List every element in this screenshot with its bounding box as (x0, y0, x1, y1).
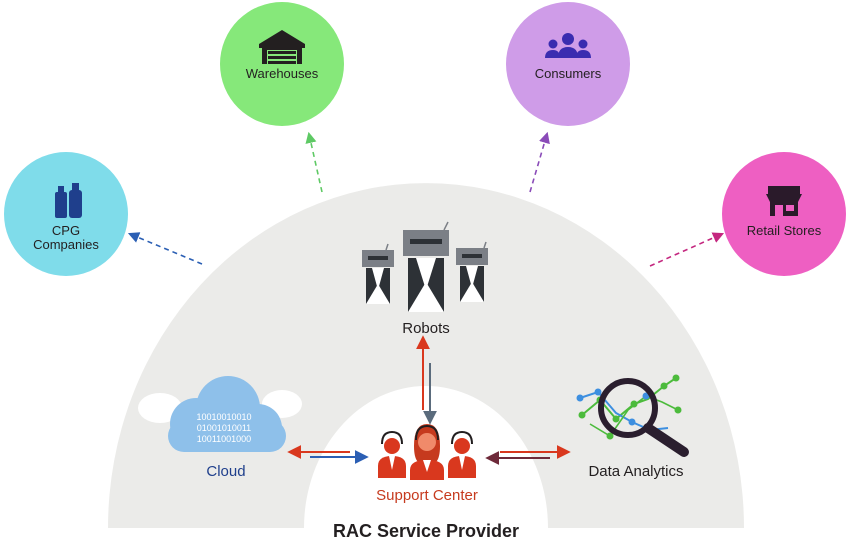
warehouse-icon (259, 30, 305, 64)
headset-agents-icon (378, 424, 476, 480)
consumers-label: Consumers (535, 66, 602, 81)
arrow-to-warehouses (305, 131, 323, 193)
diagram-title: RAC Service Provider (333, 521, 519, 541)
node-retail[interactable]: Retail Stores (722, 152, 846, 276)
data-analytics-label: Data Analytics (588, 463, 683, 480)
support-center-label: Support Center (376, 487, 478, 504)
node-consumers[interactable]: Consumers (506, 2, 630, 126)
storefront-icon (766, 186, 802, 216)
robots-label: Robots (402, 320, 450, 337)
bottles-icon (55, 183, 82, 218)
node-cpg[interactable]: CPG Companies (4, 152, 128, 276)
people-group-icon (545, 33, 591, 58)
retail-label: Retail Stores (747, 223, 822, 238)
cloud-binary-line3: 10011001000 (197, 434, 251, 444)
magnifier-chart-icon (576, 374, 689, 457)
cloud-binary-line1: 10010010010 (196, 412, 251, 422)
cpg-label-line1: CPG (52, 223, 80, 238)
arrow-to-cpg (127, 232, 203, 265)
warehouses-label: Warehouses (246, 66, 319, 81)
arrow-to-retail (649, 232, 725, 267)
arrow-to-consumers (529, 131, 550, 193)
node-warehouses[interactable]: Warehouses (220, 2, 344, 126)
cloud-icon (138, 376, 302, 452)
cloud-binary-line2: 01001010011 (197, 423, 251, 433)
cpg-label-line2: Companies (33, 237, 99, 252)
robot-icon (362, 221, 488, 312)
cloud-label: Cloud (206, 463, 245, 480)
